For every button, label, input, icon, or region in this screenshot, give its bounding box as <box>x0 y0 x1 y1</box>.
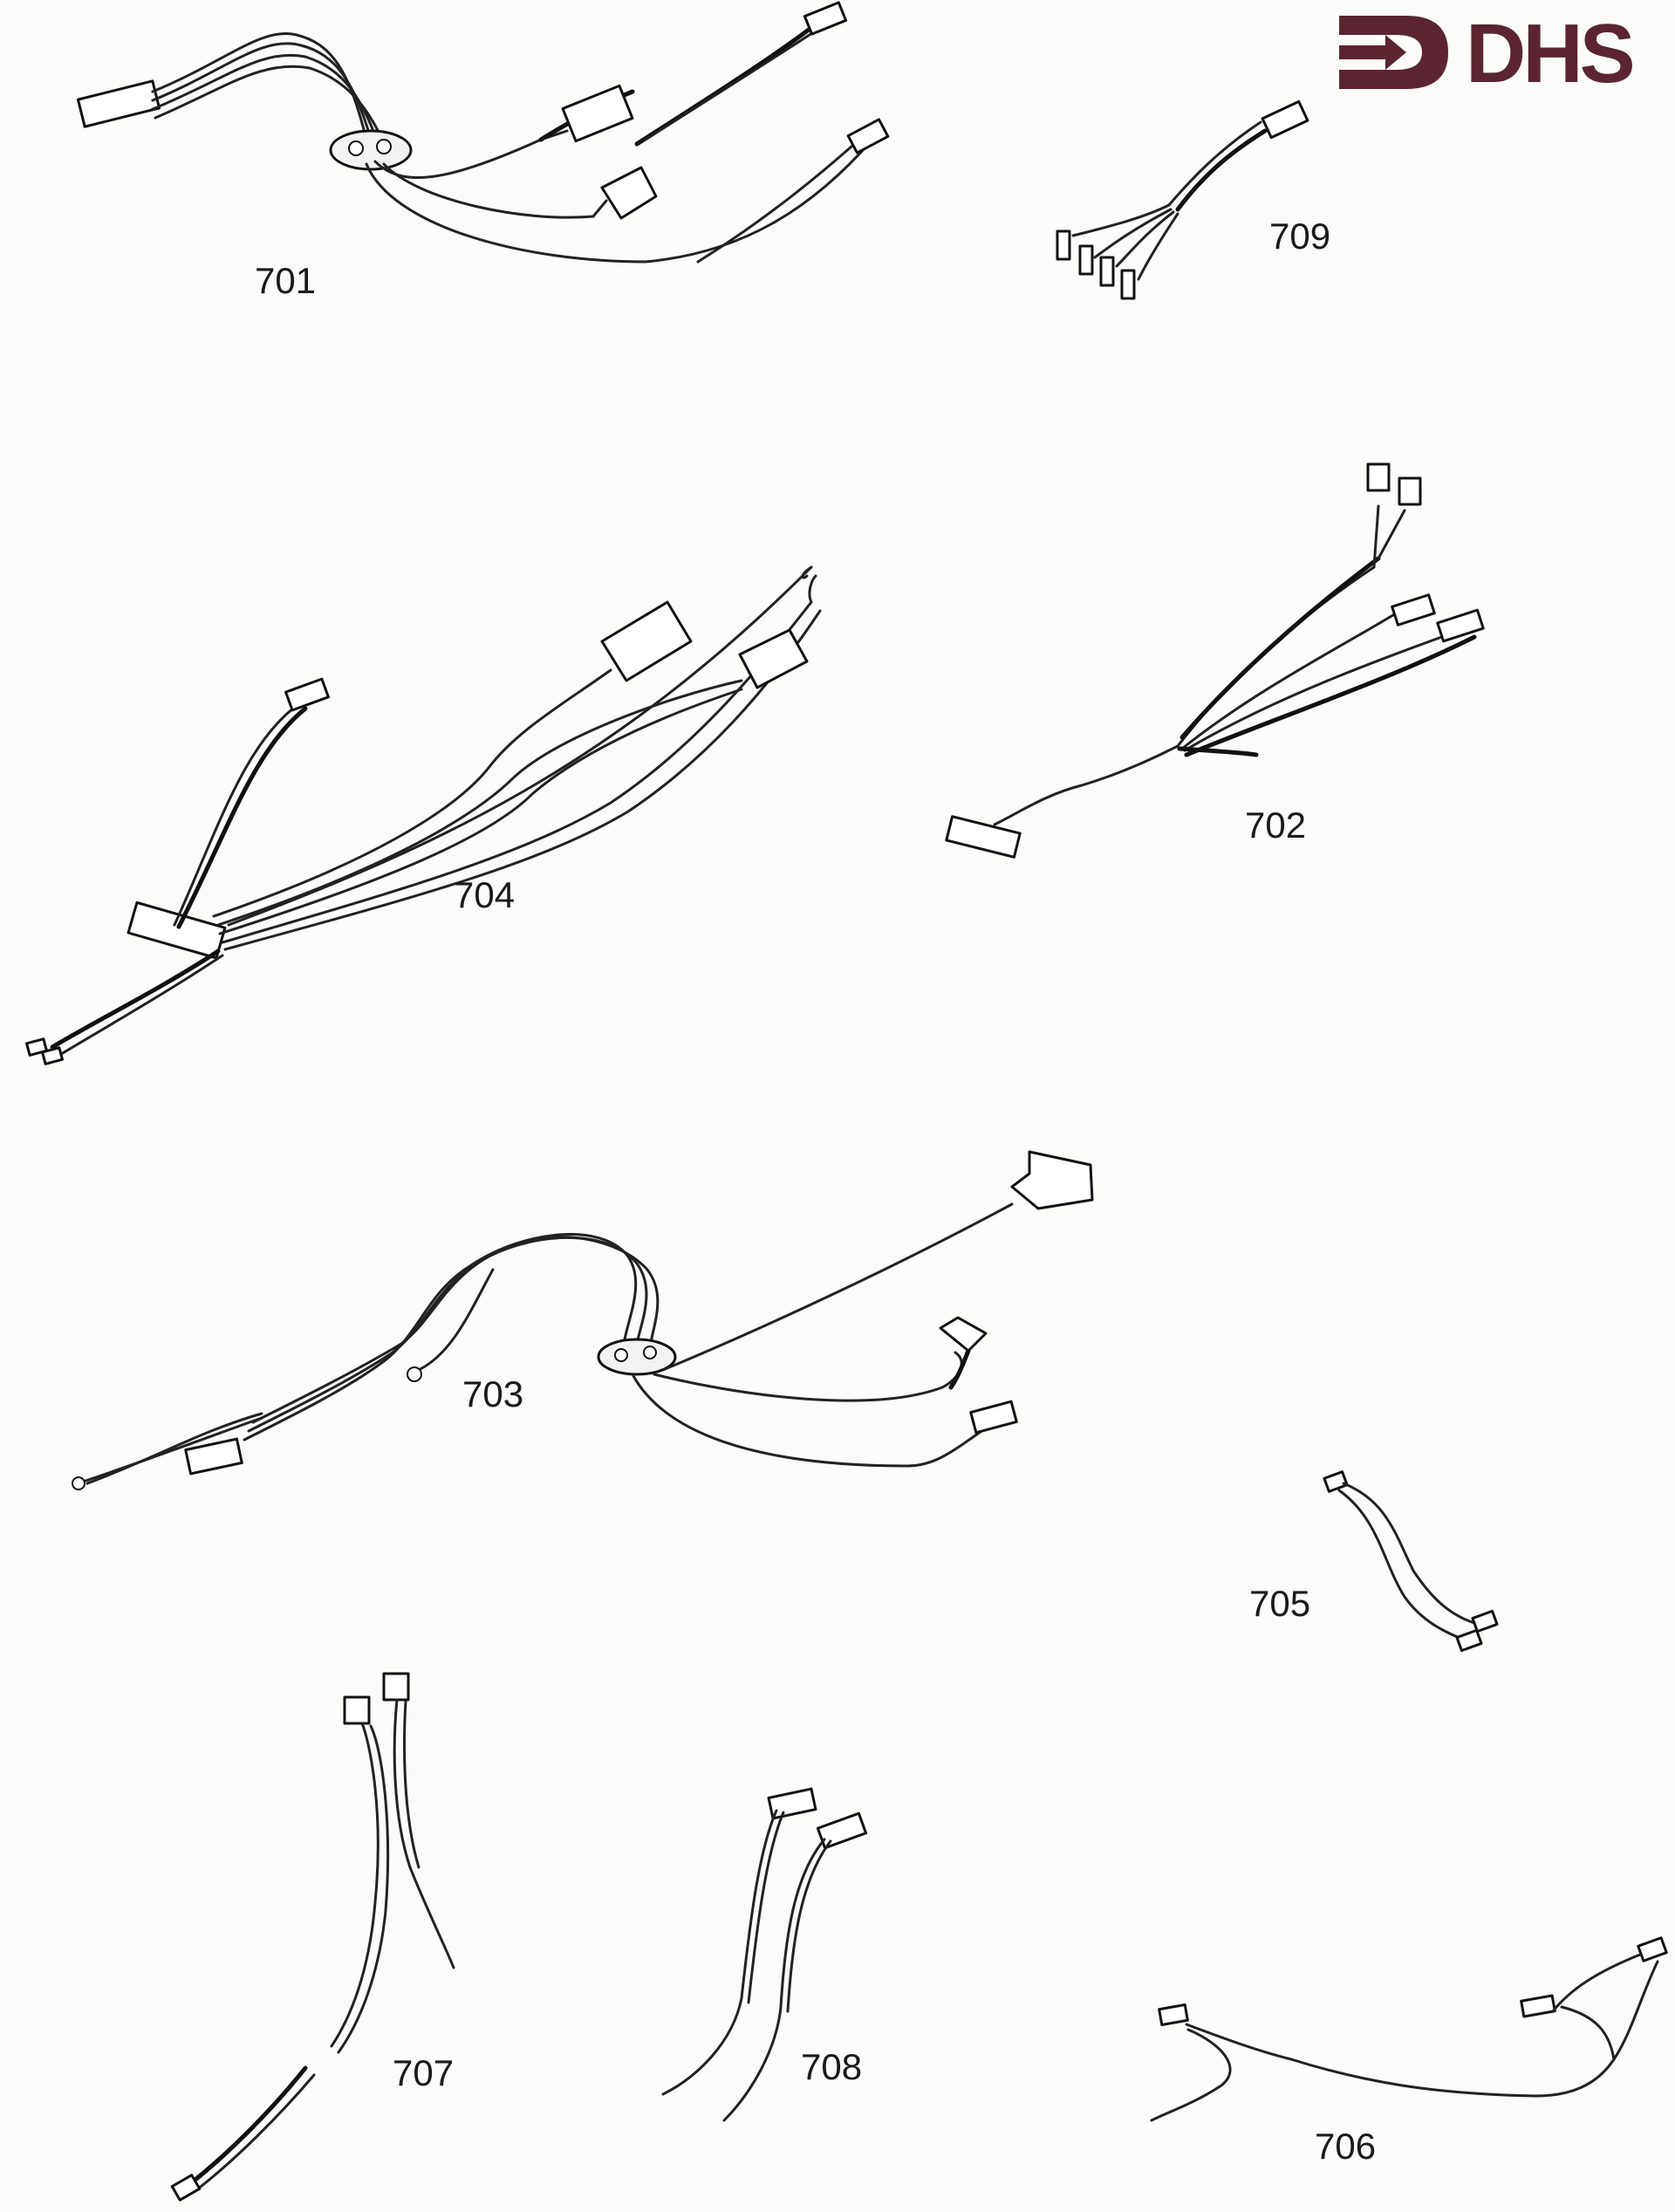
part-label-704: 704 <box>454 874 515 915</box>
harness-701-drawing: 701 <box>76 1 890 301</box>
part-label-708: 708 <box>801 2046 862 2087</box>
part-label-705: 705 <box>1249 1583 1310 1624</box>
part-label-701: 701 <box>255 260 316 301</box>
harness-707-drawing: 707 <box>170 1672 455 2202</box>
part-label-703: 703 <box>462 1373 523 1414</box>
harness-705-drawing: 705 <box>1249 1470 1499 1653</box>
harness-709-drawing: 709 <box>1056 99 1330 300</box>
harness-702-drawing: 702 <box>945 462 1485 859</box>
harness-706-drawing: 706 <box>1150 1936 1668 2167</box>
harness-703-drawing: 703 <box>72 1150 1094 1490</box>
part-label-702: 702 <box>1245 805 1306 846</box>
harness-704-drawing: 704 <box>25 565 822 1065</box>
harness-708-drawing: 708 <box>661 1787 868 2122</box>
part-label-707: 707 <box>393 2052 454 2093</box>
dhs-logo: DHS <box>1339 7 1637 100</box>
part-label-709: 709 <box>1269 216 1330 257</box>
dhs-logo-text: DHS <box>1466 7 1633 100</box>
part-label-706: 706 <box>1315 2126 1376 2167</box>
